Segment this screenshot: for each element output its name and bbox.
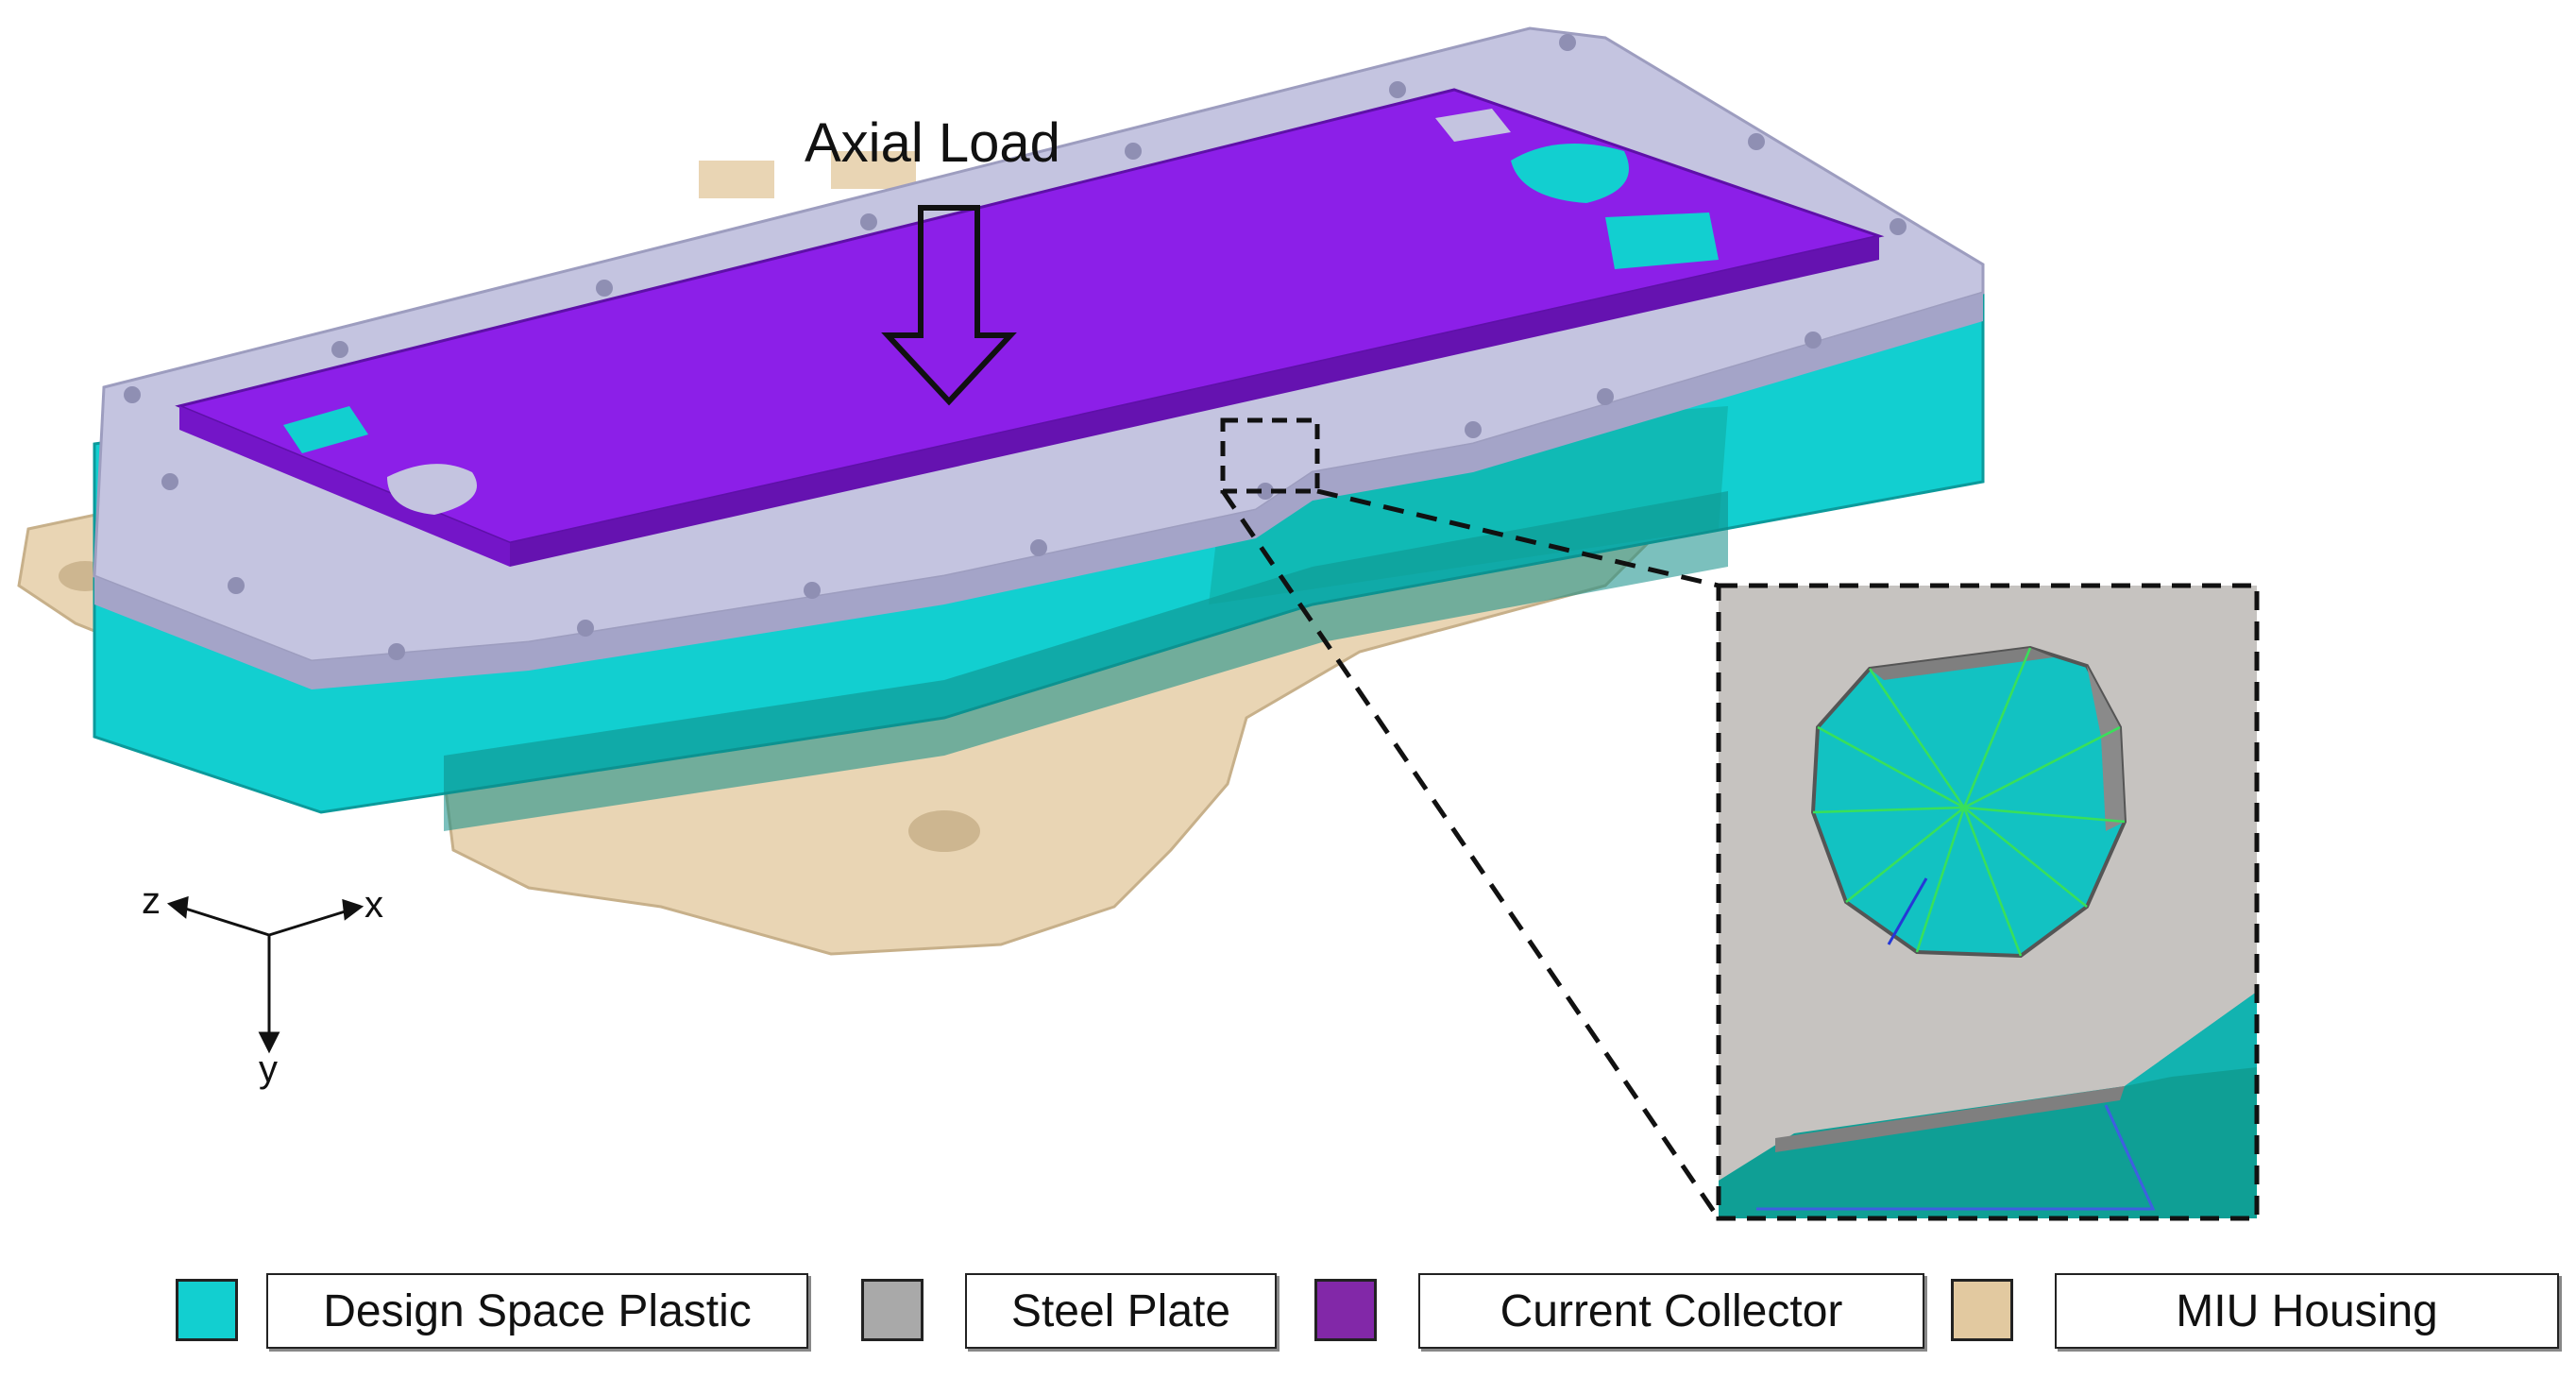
legend-design-space-plastic: Design Space Plastic [176,1273,808,1349]
axial-load-label: Axial Load [805,112,1060,174]
legend-label-steel: Steel Plate [965,1273,1277,1349]
legend-swatch-collector [1314,1279,1377,1341]
detail-callout-box [1220,417,1320,494]
legend-steel-plate: Steel Plate [861,1273,1277,1349]
legend-swatch-plastic [176,1279,238,1341]
zoom-inset [1716,583,2260,1221]
legend-current-collector: Current Collector [1314,1273,1924,1349]
legend-swatch-housing [1951,1279,2013,1341]
current-collector-plate [175,88,1885,567]
axial-load-arrow [881,205,1017,406]
legend-label-housing: MIU Housing [2055,1273,2559,1349]
axis-z-label: z [142,880,161,922]
legend-miu-housing: MIU Housing [1951,1273,2559,1349]
bolt-holes [124,34,1907,660]
legend-label-collector: Current Collector [1418,1273,1924,1349]
legend-label-plastic: Design Space Plastic [266,1273,808,1349]
legend-swatch-steel [861,1279,924,1341]
leader-lines [1220,488,1721,1220]
coordinate-axes [166,895,364,1054]
axis-x-label: x [364,884,383,926]
axis-y-label: y [259,1048,278,1090]
